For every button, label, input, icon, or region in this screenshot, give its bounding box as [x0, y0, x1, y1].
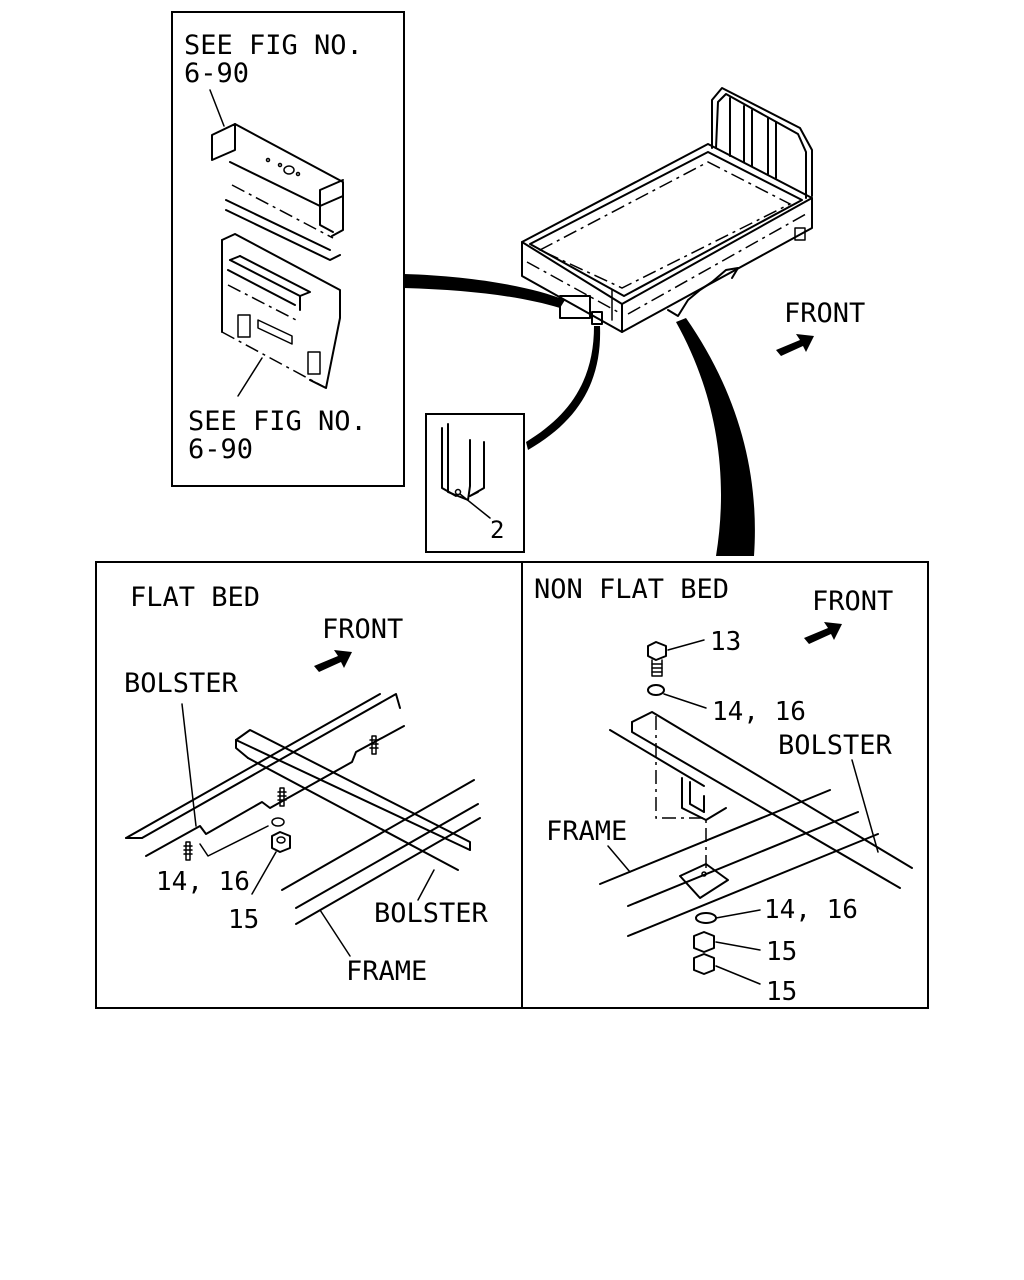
bottom-plate [679, 863, 729, 899]
flat-bed-washer-icon [271, 817, 285, 827]
non-flat-frame-leader [607, 845, 631, 873]
bottom-panels-border [95, 561, 929, 1009]
flat-bed-front-label: FRONT [322, 614, 403, 645]
bolt-ref: 13 [710, 627, 741, 657]
inset-top-ref-line1: SEE FIG NO. [184, 30, 363, 61]
truck-front-arrow-icon [776, 334, 814, 356]
clip-detail-panel: 2 [425, 413, 525, 553]
callout-truck-to-nonflat [676, 318, 755, 556]
truck-bed-drawing [521, 87, 813, 333]
flat-bed-washer-ref: 14, 16 [156, 867, 250, 897]
flat-bed-panel: FLAT BED FRONT BOLSTER [124, 582, 489, 987]
top-washer-icon [647, 684, 665, 696]
bottom-washer-ref: 14, 16 [764, 895, 858, 925]
non-flat-bed-title: NON FLAT BED [534, 574, 729, 605]
nut-1-ref: 15 [766, 937, 797, 967]
non-flat-bolster-label: BOLSTER [778, 730, 893, 761]
inset-bottom-leader [237, 357, 263, 397]
nut-2-ref: 15 [766, 977, 797, 1007]
nut-1-leader [715, 941, 761, 951]
flat-bed-bolster2-leader [417, 869, 435, 901]
nut-2-leader [715, 965, 761, 985]
flat-bed-bolster-bottom-label: BOLSTER [374, 898, 489, 929]
flat-bed-front-arrow-icon [314, 650, 352, 672]
flat-bed-nut-leader [251, 851, 277, 895]
upper-bracket-drawing [211, 123, 344, 261]
flat-bed-frame-leader [319, 909, 351, 957]
callout-inset-to-truck [404, 274, 565, 308]
flat-bed-bolster-top-label: BOLSTER [124, 668, 239, 699]
inset-panel: SEE FIG NO. 6-90 [171, 11, 405, 487]
non-flat-bed-front-arrow-icon [804, 622, 842, 644]
clip-detail-border [425, 413, 525, 553]
flat-bed-bolster-leader [181, 703, 197, 827]
top-washer-ref: 14, 16 [712, 697, 806, 727]
flat-bed-washer-leader [199, 825, 269, 857]
nut-2-icon [693, 953, 715, 975]
flat-bed-nut-ref: 15 [228, 905, 259, 935]
flat-bed-studs [183, 735, 379, 861]
flat-bed-title: FLAT BED [130, 582, 260, 613]
clip-part-number: 2 [490, 516, 504, 544]
non-flat-bed-front-label: FRONT [812, 586, 893, 617]
inset-top-ref-line2: 6-90 [184, 58, 249, 89]
bolt-icon [647, 641, 667, 677]
inset-bottom-ref-line2: 6-90 [188, 434, 253, 465]
lower-bracket-drawing [221, 233, 341, 389]
nut-1-icon [693, 931, 715, 953]
non-flat-bed-panel: NON FLAT BED FRONT 13 14, 16 [534, 574, 913, 1007]
bottom-washer-leader [715, 909, 761, 919]
truck-front-label: FRONT [784, 298, 865, 329]
bolt-leader [667, 639, 705, 651]
inset-top-leader [209, 89, 225, 127]
callout-truck-to-clip [526, 326, 601, 450]
flat-bed-nut-icon [271, 831, 291, 853]
flat-bed-frame-label: FRAME [346, 956, 427, 987]
non-flat-frame-label: FRAME [546, 816, 627, 847]
inset-bottom-ref-line1: SEE FIG NO. [188, 406, 367, 437]
non-flat-bolster-leader [851, 759, 879, 853]
top-washer-leader [663, 693, 707, 709]
